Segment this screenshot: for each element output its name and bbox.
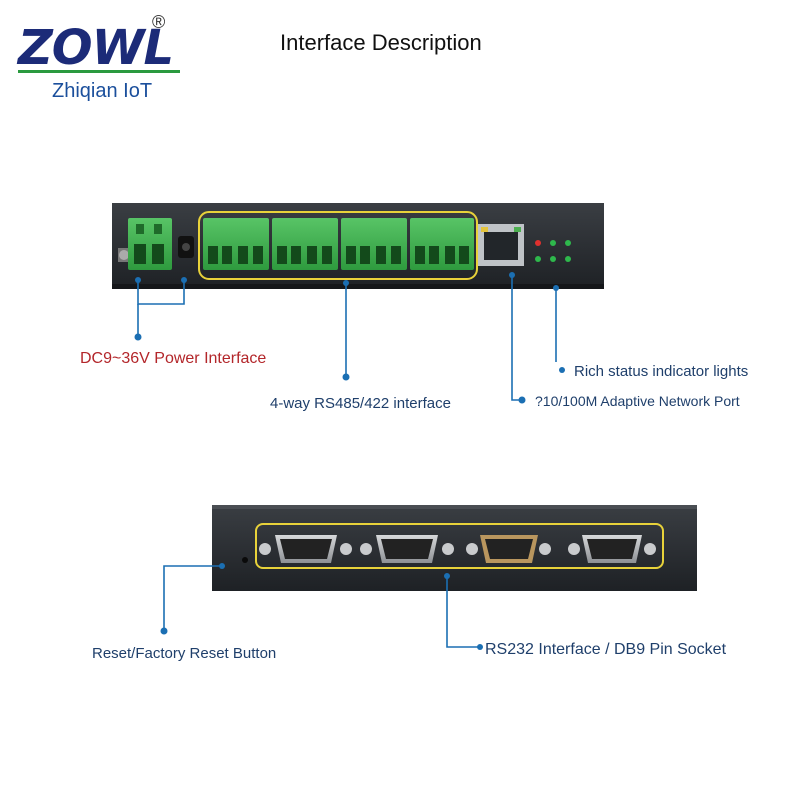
rs232-highlight [255, 523, 664, 569]
page-title: Interface Description [280, 30, 482, 55]
device-front-panel [112, 203, 604, 289]
top-callout-dots [134, 272, 565, 404]
logo-underline [18, 70, 180, 73]
rs485-interface-label: 4-way RS485/422 interface [270, 395, 451, 412]
db9-connectors [259, 535, 656, 563]
power-interface-label: DC9~36V Power Interface [80, 350, 267, 367]
status-led-array [535, 240, 571, 262]
rs485-terminal-blocks [203, 218, 474, 270]
ground-screw-icon [118, 248, 130, 262]
bottom-callout-dots [160, 563, 483, 650]
brand-subtitle: Zhiqian IoT [52, 80, 153, 102]
ethernet-port-icon [478, 224, 524, 266]
status-lights-label: Rich status indicator lights [574, 363, 749, 380]
dc-jack-icon [178, 236, 194, 258]
power-terminal-block [128, 218, 172, 270]
top-callout-lines [137, 275, 557, 401]
reset-hole-icon [242, 557, 248, 563]
brand-logo: ZOWL [18, 20, 174, 76]
rs232-interface-label: RS232 Interface / DB9 Pin Socket [485, 641, 727, 658]
reset-button-label: Reset/Factory Reset Button [92, 645, 277, 662]
network-port-label: ?10/100M Adaptive Network Port [535, 393, 740, 409]
registered-mark: ® [152, 12, 166, 32]
rs485-highlight [198, 211, 478, 280]
device-rear-panel [212, 505, 697, 591]
bottom-callout-lines [163, 565, 478, 648]
